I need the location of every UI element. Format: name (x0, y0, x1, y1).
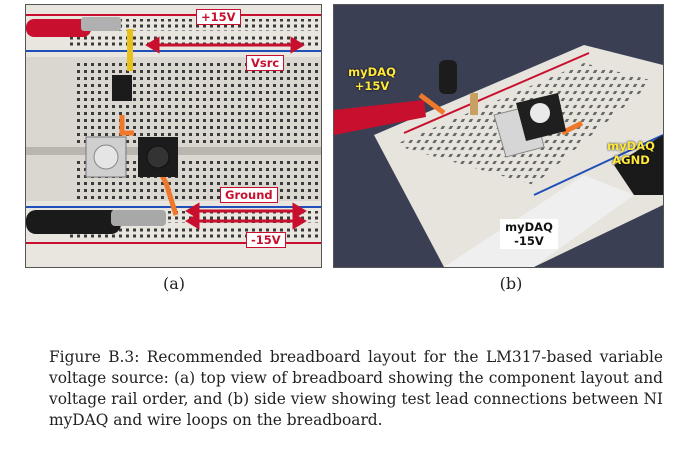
mydaq-plus15v-label: myDAQ +15V (342, 65, 402, 93)
photo-side-view: myDAQ +15V myDAQ AGND myDAQ -15V (333, 4, 664, 268)
plus15v-label: +15V (196, 9, 241, 25)
ground-label: Ground (220, 187, 278, 203)
figure-caption: Figure B.3: Recommended breadboard layou… (49, 348, 663, 429)
subfigure-label-a: (a) (162, 274, 186, 293)
minus15v-label: -15V (246, 232, 286, 248)
mydaq-agnd-text: myDAQ AGND (607, 139, 655, 167)
photo-top-view: +15V Vsrc Ground -15V (25, 4, 322, 268)
breadboard-top-illustration (26, 5, 321, 267)
mydaq-minus15v-label: myDAQ -15V (500, 219, 558, 249)
mydaq-plus15v-text: myDAQ +15V (348, 65, 396, 93)
breadboard-side-illustration (334, 5, 663, 267)
mydaq-minus15v-text: myDAQ -15V (505, 220, 553, 248)
mydaq-agnd-label: myDAQ AGND (602, 139, 660, 167)
subfigure-label-b: (b) (499, 274, 523, 293)
vsrc-label: Vsrc (246, 55, 285, 71)
